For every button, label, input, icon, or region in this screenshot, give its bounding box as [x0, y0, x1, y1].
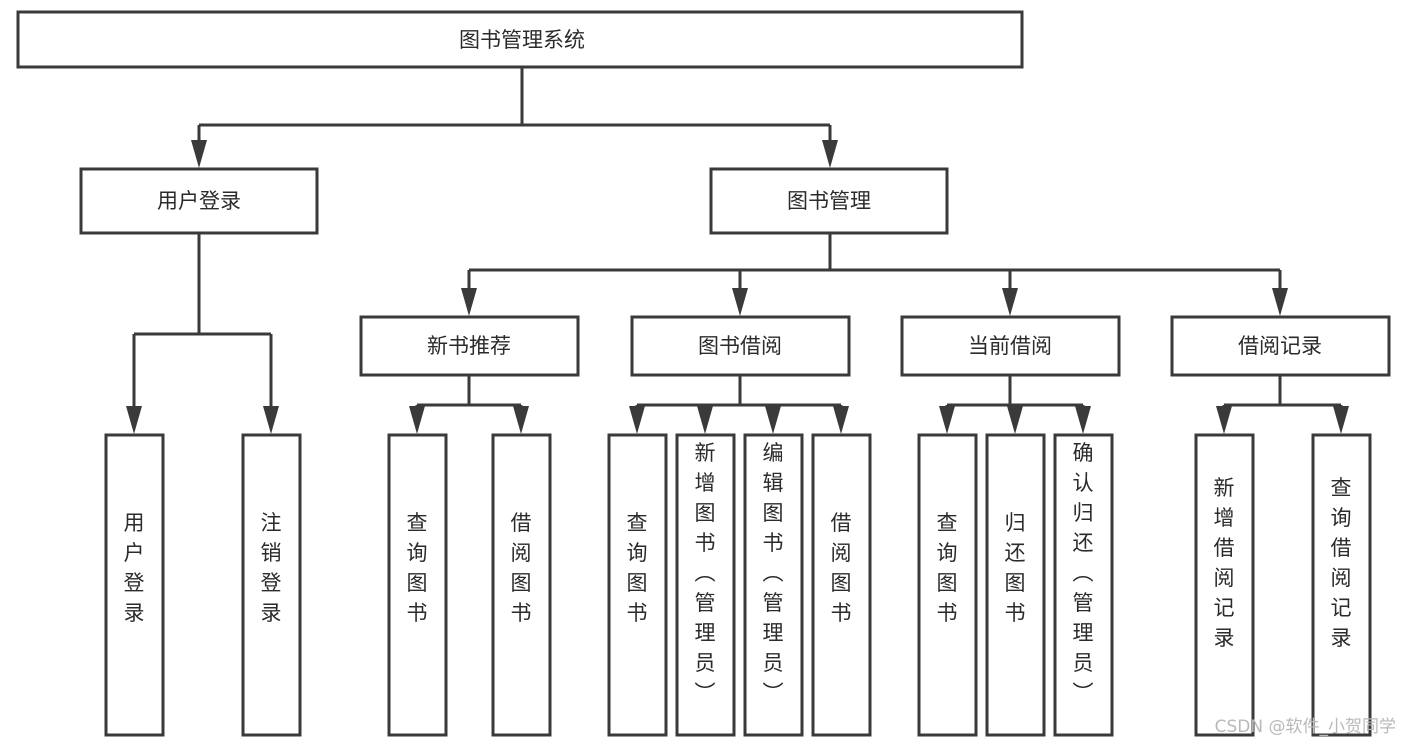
- node-current-borrow-label: 当前借阅: [968, 334, 1052, 358]
- node-leaf-edit-book-box[interactable]: [743, 433, 804, 737]
- node-leaf-confirm-return-label: 确认归还︵管理员︶: [1073, 441, 1094, 705]
- node-leaf-add-record-box[interactable]: [1194, 433, 1255, 737]
- node-leaf-query-book-1-box[interactable]: [387, 433, 448, 737]
- node-root[interactable]: 图书管理系统: [16, 10, 1024, 69]
- node-leaf-query-record[interactable]: 查询借阅记录: [1311, 433, 1372, 737]
- node-leaf-query-record-box[interactable]: [1311, 433, 1372, 737]
- arrow-to-leaf-confirm-return: [1075, 406, 1091, 434]
- node-leaf-edit-book-label: 编辑图书︵管理员︶: [763, 441, 784, 705]
- node-book-borrow-label: 图书借阅: [698, 334, 782, 358]
- arrow-to-leaf-borrow-book-2: [833, 406, 849, 434]
- node-borrow-record-label: 借阅记录: [1238, 334, 1322, 358]
- node-leaf-borrow-book-1[interactable]: 借阅图书: [491, 433, 552, 737]
- node-book-borrow-box[interactable]: [630, 315, 851, 377]
- arrow-to-leaf-borrow-book-1: [513, 406, 529, 434]
- node-book-manage-label: 图书管理: [787, 189, 871, 213]
- node-leaf-add-book-label: 新增图书︵管理员︶: [695, 441, 716, 705]
- node-leaf-query-book-2-box[interactable]: [607, 433, 668, 737]
- node-new-book-recommend-box[interactable]: [359, 315, 580, 377]
- node-leaf-add-record-label: 新增借阅记录: [1214, 476, 1235, 650]
- node-leaf-user-logout-box[interactable]: [241, 433, 302, 737]
- arrow-root-to-user-login: [191, 140, 207, 168]
- node-leaf-add-record[interactable]: 新增借阅记录: [1194, 433, 1255, 737]
- arrow-to-leaf-return-book: [1007, 406, 1023, 434]
- node-leaf-user-login-box[interactable]: [104, 433, 165, 737]
- node-leaf-add-book[interactable]: 新增图书︵管理员︶: [675, 433, 736, 737]
- node-book-manage-box[interactable]: [709, 167, 949, 235]
- node-leaf-query-book-1-label: 查询图书: [407, 511, 428, 625]
- node-current-borrow-box[interactable]: [900, 315, 1121, 377]
- node-leaf-user-logout-label: 注销登录: [261, 511, 282, 625]
- node-leaf-query-book-1[interactable]: 查询图书: [387, 433, 448, 737]
- node-current-borrow[interactable]: 当前借阅: [900, 315, 1121, 377]
- node-root-box[interactable]: [16, 10, 1024, 69]
- arrow-to-leaf-query-book-1: [409, 406, 425, 434]
- node-leaf-borrow-book-2-label: 借阅图书: [831, 511, 852, 625]
- node-leaf-return-book-label: 归还图书: [1005, 511, 1026, 625]
- arrow-to-leaf-user-logout: [263, 406, 279, 434]
- csdn-watermark: CSDN @软件_小贺同学: [1215, 717, 1396, 737]
- arrow-to-leaf-user-login: [126, 406, 142, 434]
- node-leaf-query-book-3-label: 查询图书: [937, 511, 958, 625]
- node-borrow-record-box[interactable]: [1170, 315, 1391, 377]
- node-user-login-box[interactable]: [79, 167, 319, 235]
- arrow-to-new-book-recommend: [461, 288, 477, 316]
- arrow-to-leaf-query-book-3: [939, 406, 955, 434]
- node-leaf-query-book-3[interactable]: 查询图书: [917, 433, 978, 737]
- arrow-to-leaf-query-record: [1333, 406, 1349, 434]
- node-leaf-user-login-label: 用户登录: [124, 511, 145, 625]
- node-borrow-record[interactable]: 借阅记录: [1170, 315, 1391, 377]
- node-leaf-user-logout[interactable]: 注销登录: [241, 433, 302, 737]
- arrow-to-borrow-record: [1272, 288, 1288, 316]
- arrow-root-to-book-manage: [822, 140, 838, 168]
- arrow-to-leaf-edit-book: [765, 406, 781, 434]
- node-leaf-add-book-box[interactable]: [675, 433, 736, 737]
- node-user-login[interactable]: 用户登录: [79, 167, 319, 235]
- arrow-to-leaf-query-book-2: [629, 406, 645, 434]
- node-leaf-return-book-box[interactable]: [985, 433, 1046, 737]
- node-leaf-query-record-label: 查询借阅记录: [1331, 476, 1352, 650]
- arrow-to-leaf-add-book: [697, 406, 713, 434]
- node-leaf-confirm-return-box[interactable]: [1053, 433, 1114, 737]
- arrow-to-leaf-add-record: [1216, 406, 1232, 434]
- node-leaf-query-book-3-box[interactable]: [917, 433, 978, 737]
- node-leaf-borrow-book-1-box[interactable]: [491, 433, 552, 737]
- node-leaf-query-book-2[interactable]: 查询图书: [607, 433, 668, 737]
- node-leaf-query-book-2-label: 查询图书: [627, 511, 648, 625]
- node-root-label: 图书管理系统: [459, 28, 585, 52]
- node-book-manage[interactable]: 图书管理: [709, 167, 949, 235]
- node-leaf-borrow-book-2[interactable]: 借阅图书: [811, 433, 872, 737]
- connector-layer: [126, 67, 1349, 434]
- arrow-to-book-borrow: [732, 288, 748, 316]
- node-leaf-borrow-book-2-box[interactable]: [811, 433, 872, 737]
- node-book-borrow[interactable]: 图书借阅: [630, 315, 851, 377]
- node-leaf-return-book[interactable]: 归还图书: [985, 433, 1046, 737]
- node-new-book-recommend[interactable]: 新书推荐: [359, 315, 580, 377]
- node-new-book-recommend-label: 新书推荐: [427, 334, 511, 358]
- node-leaf-edit-book[interactable]: 编辑图书︵管理员︶: [743, 433, 804, 737]
- node-user-login-label: 用户登录: [157, 189, 241, 213]
- arrow-to-current-borrow: [1002, 288, 1018, 316]
- node-leaf-confirm-return[interactable]: 确认归还︵管理员︶: [1053, 433, 1114, 737]
- node-leaf-borrow-book-1-label: 借阅图书: [511, 511, 532, 625]
- node-leaf-user-login[interactable]: 用户登录: [104, 433, 165, 737]
